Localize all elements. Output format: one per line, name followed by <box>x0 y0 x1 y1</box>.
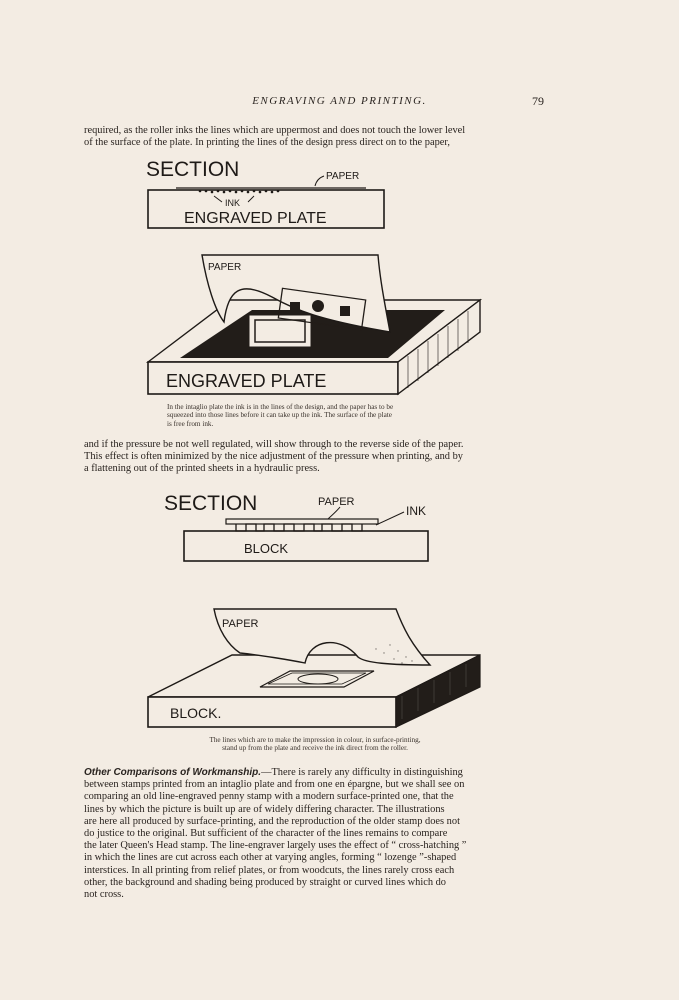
paragraph-line: do justice to the original. But sufficie… <box>84 828 448 840</box>
paragraph-line: are here all produced by surface-printin… <box>84 815 460 827</box>
paragraph-1: required, as the roller inks the lines w… <box>84 125 546 149</box>
paragraph-line: This effect is often minimized by the ni… <box>84 451 463 463</box>
paragraph-line: Other Comparisons of Workmanship.—There … <box>84 767 463 778</box>
ink-label: INK <box>225 198 240 208</box>
figure-engraved-plate-perspective: PAPER ENGRAVED PLATE <box>145 254 483 396</box>
paragraph-line: interstices. In all printing from relief… <box>84 864 455 876</box>
ink-label: INK <box>406 504 426 518</box>
paragraph-line: between stamps printed from an intaglio … <box>84 779 465 791</box>
paragraph-3: Other Comparisons of Workmanship.—There … <box>84 767 546 901</box>
section-label: SECTION <box>164 492 257 515</box>
paragraph-line: required, as the roller inks the lines w… <box>84 125 466 136</box>
paragraph-line: comparing an old line-engraved penny sta… <box>84 791 454 803</box>
caption-line: is free from ink. <box>167 419 214 428</box>
caption-line: stand up from the plate and receive the … <box>222 744 408 753</box>
section-heading: Other Comparisons of Workmanship. <box>84 767 262 778</box>
engraved-plate-label: ENGRAVED PLATE <box>166 371 326 391</box>
engraved-plate-label: ENGRAVED PLATE <box>184 210 327 227</box>
caption-engraved-plate: In the intaglio plate the ink is in the … <box>167 403 393 428</box>
running-head: ENGRAVING AND PRINTING. <box>252 95 427 107</box>
paragraph-line: and if the pressure be not well regulate… <box>84 439 464 450</box>
caption-line: The lines which are to make the impressi… <box>209 736 421 744</box>
paper-label: PAPER <box>222 618 259 630</box>
block-label: BLOCK. <box>170 705 221 721</box>
paragraph-line: other, the background and shading being … <box>84 876 447 888</box>
paragraph-line: of the surface of the plate. In printing… <box>84 137 451 149</box>
figure-block-section: SECTION PAPER INK BLOCK <box>164 492 429 562</box>
block-label: BLOCK <box>244 541 288 556</box>
paper-label: PAPER <box>208 262 241 273</box>
paragraph-line: the later Queen's Head stamp. The line-e… <box>84 840 467 852</box>
caption-line: In the intaglio plate the ink is in the … <box>167 403 394 411</box>
caption-line: squeezed into those lines before it can … <box>167 411 392 420</box>
paragraph-line: lines by which the picture is built up a… <box>84 803 445 815</box>
paragraph-2: and if the pressure be not well regulate… <box>84 439 546 476</box>
paragraph-line: not cross. <box>84 889 124 901</box>
section-label: SECTION <box>146 158 239 181</box>
figure-engraved-plate-section: SECTION PAPER INK ENGRAVED PLATE <box>146 158 385 229</box>
figure-block-perspective: PAPER BLOCK. <box>147 608 481 728</box>
paper-label: PAPER <box>326 171 359 182</box>
paragraph-line: a flattening out of the printed sheets i… <box>84 463 320 475</box>
caption-block: The lines which are to make the impressi… <box>150 736 480 753</box>
paper-label: PAPER <box>318 496 355 508</box>
page-number: 79 <box>532 94 544 108</box>
paragraph-line: in which the lines are cut across each o… <box>84 852 457 864</box>
